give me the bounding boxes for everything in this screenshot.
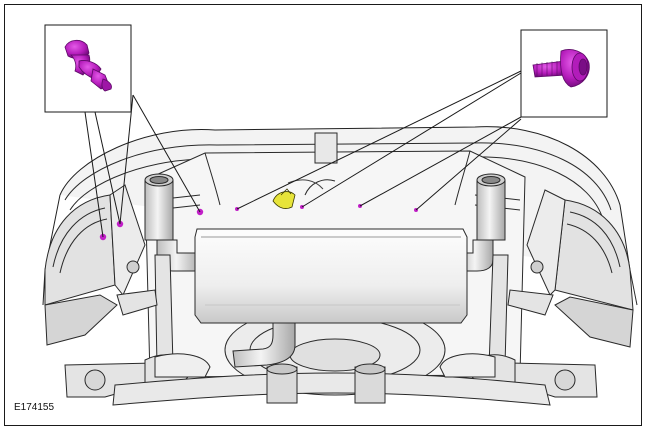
right-tailpipe <box>459 173 506 272</box>
center-exhaust-pipe <box>232 322 296 368</box>
figure-id-label: E174155 <box>14 402 55 413</box>
left-tailpipe <box>144 173 201 272</box>
callout-box-right <box>520 29 608 118</box>
underbody-diagram <box>42 24 638 406</box>
diagram-frame: E174155 <box>4 4 642 426</box>
rear-axle-beam <box>112 353 551 406</box>
exhaust-hanger-highlight <box>272 179 324 209</box>
leader-lines <box>84 70 522 238</box>
rear-muffler <box>194 228 468 324</box>
right-wheel-well <box>526 189 634 348</box>
callout-box-left <box>44 24 132 113</box>
bolt-screw-icon <box>532 49 590 88</box>
left-wheel-well <box>44 184 146 346</box>
push-pin-retainer-icon <box>64 39 112 92</box>
